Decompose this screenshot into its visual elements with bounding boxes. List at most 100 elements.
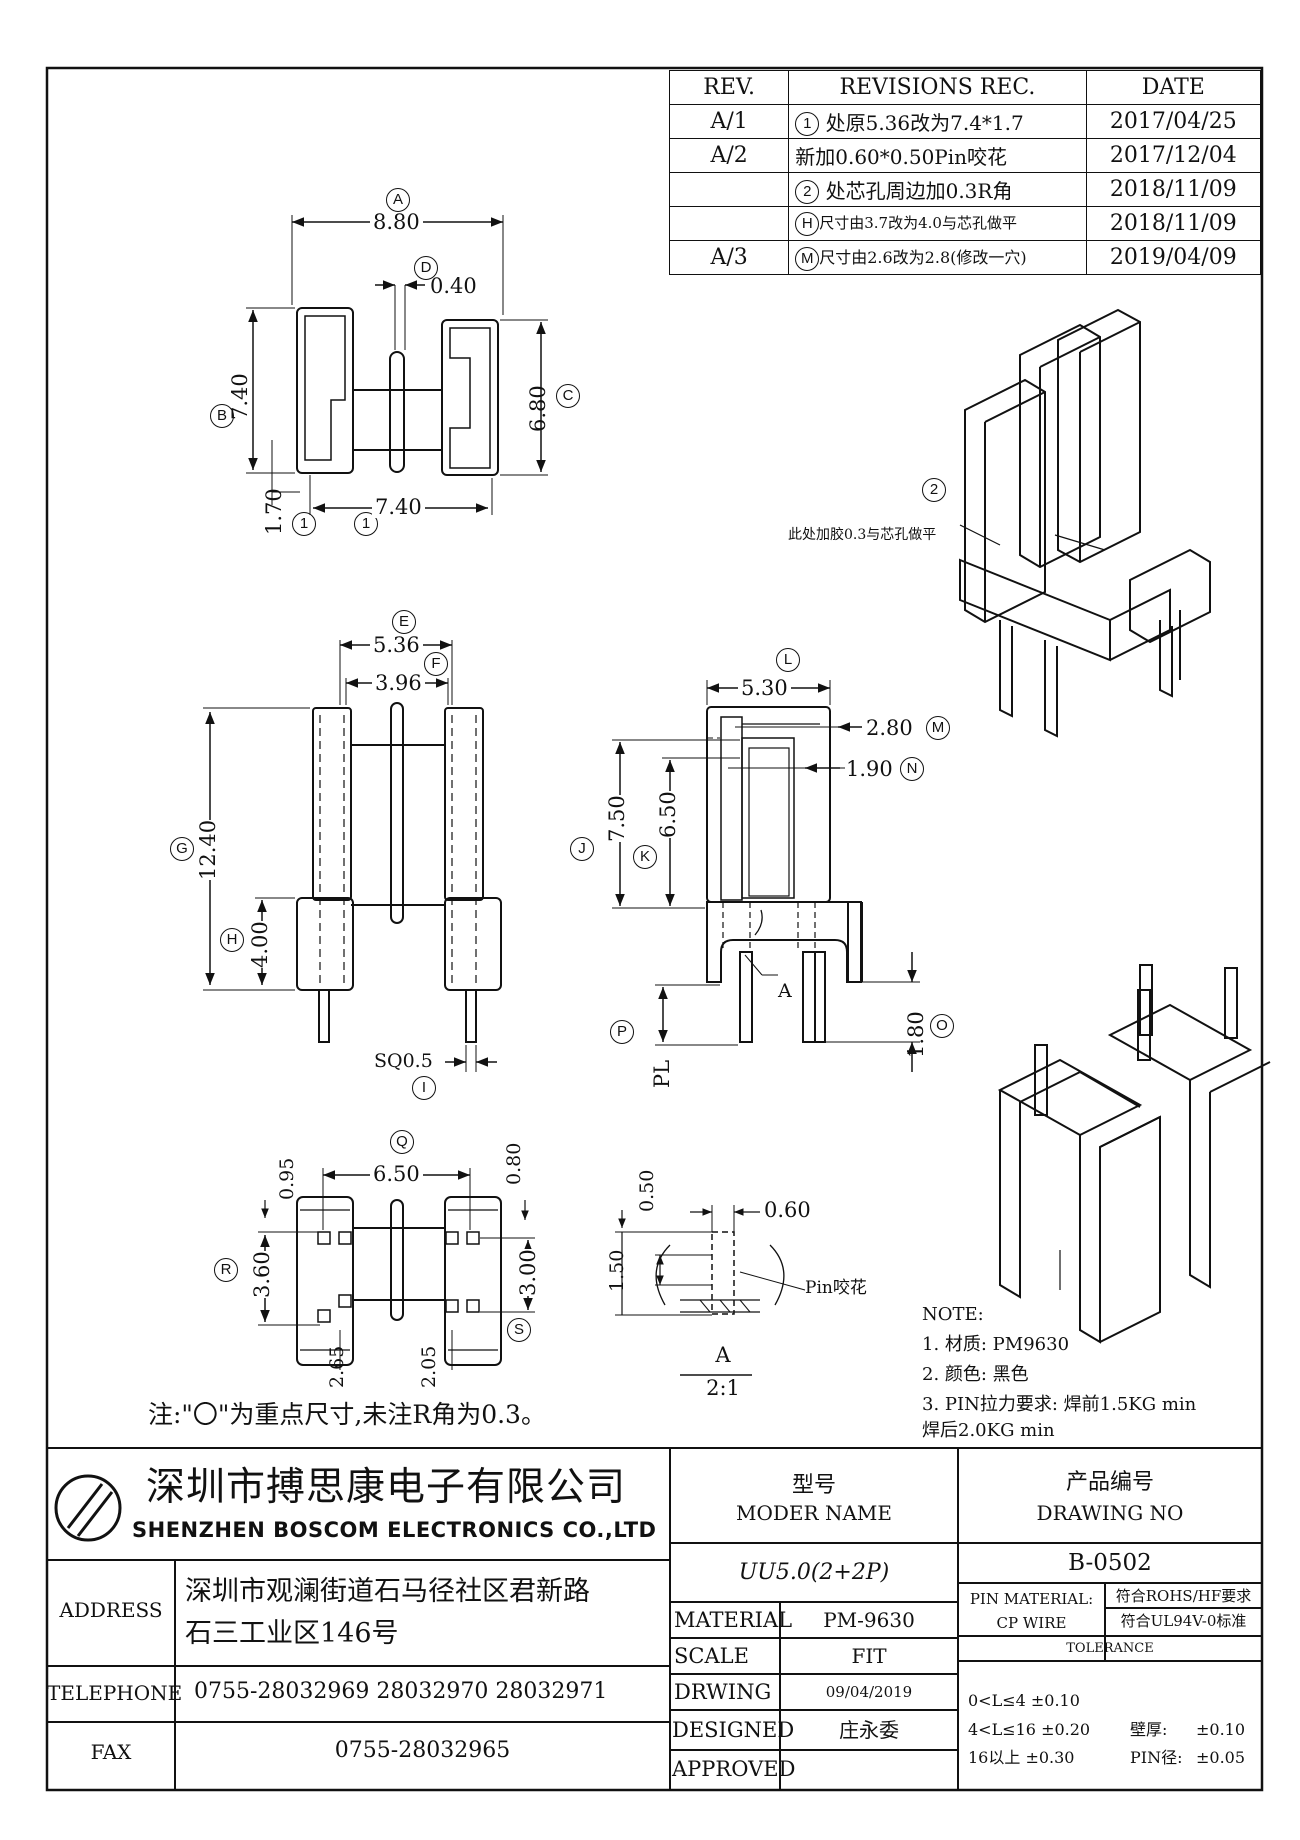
isometric-view-top (959, 308, 1211, 738)
rec-header: REVISIONS REC. (788, 70, 1087, 105)
fax-label: FAX (90, 1740, 132, 1764)
dim-6-50-vertical: 6.50 (656, 791, 680, 838)
pin-material-label: PIN MATERIAL: (969, 1590, 1094, 1608)
pin-material-value: CP WIRE (996, 1614, 1067, 1632)
telephone-label: TELEPHONE (47, 1681, 183, 1705)
fax-value: 0755-28032965 (334, 1738, 511, 1763)
material-label: MATERIAL (674, 1608, 793, 1632)
sheet-border (45, 66, 1264, 1792)
notes-heading: NOTE: (922, 1304, 984, 1325)
rev-header: REV. (668, 70, 790, 105)
telephone-value: 0755-28032969 28032970 28032971 (194, 1679, 608, 1704)
rec-text: 尺寸由3.7改为4.0与芯孔做平 (819, 213, 1017, 232)
section-ref-a: A (778, 980, 792, 1002)
drawing-no-value: B-0502 (1068, 1550, 1152, 1576)
dim-mark-q: Q (390, 1130, 414, 1154)
company-name-cn: 深圳市搏思康电子有限公司 (146, 1465, 627, 1510)
iso-mark-2: 2 (922, 478, 946, 502)
rev-cell (668, 172, 790, 207)
dim-0-60: 0.60 (764, 1198, 811, 1222)
designer-value: 庄永委 (839, 1718, 899, 1742)
dim-mark-r: R (214, 1258, 238, 1282)
wall-thickness-value: ±0.10 (1196, 1720, 1246, 1739)
dim-mark-s: S (507, 1318, 531, 1342)
tolerance-label: TOLERANCE (1066, 1641, 1154, 1656)
rev-cell: A/1 (668, 104, 790, 139)
detail-a-view (615, 1205, 806, 1376)
dim-3-60: 3.60 (250, 1251, 274, 1298)
dim-mark-h: H (220, 928, 244, 952)
revisions-table: REV. REVISIONS REC. DATE A/1 1 处原5.36改为7… (668, 70, 1262, 275)
rev-mark: H (795, 211, 820, 236)
revisions-header: REV. REVISIONS REC. DATE (668, 70, 1262, 105)
dim-mark-i: I (412, 1076, 436, 1100)
rec-text: 尺寸由2.6改为2.8(修改一穴) (819, 248, 1027, 268)
pin-diameter-label: PIN径: (1130, 1748, 1183, 1767)
dim-7-40-vertical: 7.40 (228, 373, 252, 420)
detail-label: A (715, 1343, 731, 1367)
date-cell: 2018/11/09 (1085, 172, 1262, 207)
date-cell: 2017/04/25 (1085, 104, 1262, 139)
front-view (203, 640, 502, 1072)
dim-7-40-horizontal: 7.40 (372, 497, 425, 518)
glue-note: 此处加胶0.3与芯孔做平 (788, 527, 937, 543)
approved-label: APPROVED (672, 1757, 796, 1781)
dim-mark-c: C (556, 384, 580, 408)
address-line-2: 石三工业区146号 (185, 1618, 399, 1649)
drawing-no-label-cn: 产品编号 (1065, 1470, 1154, 1495)
dim-mark-o: O (930, 1014, 954, 1038)
isometric-view-bottom (997, 964, 1271, 1344)
dim-2-65: 2.65 (326, 1345, 348, 1388)
note-item: 3. PIN拉力要求: 焊前1.5KG min (922, 1394, 1197, 1415)
model-value: UU5.0(2+2P) (738, 1560, 890, 1585)
rev-mark: 2 (795, 180, 820, 205)
dim-mark-p: P (610, 1020, 634, 1044)
drawing-no-label-en: DRAWING NO (1036, 1501, 1184, 1525)
model-label-en: MODER NAME (736, 1501, 892, 1525)
dim-mark-g: G (170, 837, 194, 861)
rec-cell: 新加0.60*0.50Pin咬花 (788, 138, 1087, 173)
rev-cell (668, 206, 790, 241)
top-view (246, 215, 548, 515)
dim-mark-n: N (900, 757, 924, 781)
dim-mark-1-right: 1 (354, 512, 378, 536)
designed-label: DESIGNED (672, 1718, 795, 1742)
material-value: PM-9630 (823, 1608, 915, 1632)
wall-thickness-label: 壁厚: (1130, 1720, 1168, 1739)
tolerance-row: 4<L≤16 ±0.20 (968, 1720, 1091, 1739)
detail-scale: 2:1 (706, 1376, 740, 1400)
dim-1-70: 1.70 (262, 488, 286, 535)
pin-knurl-label: Pin咬花 (805, 1278, 867, 1298)
rec-text: 新加0.60*0.50Pin咬花 (795, 145, 1008, 169)
dim-mark-j: J (570, 837, 594, 861)
dim-0-50: 0.50 (636, 1169, 658, 1212)
dim-6-50-horizontal: 6.50 (370, 1164, 423, 1185)
dim-mark-f: F (424, 652, 448, 676)
dim-0-95: 0.95 (276, 1157, 298, 1200)
revision-row: 2 处芯孔周边加0.3R角 2018/11/09 (668, 172, 1262, 207)
title-block-lines (47, 1447, 1262, 1790)
dim-mark-d: D (414, 256, 438, 280)
dim-mark-m: M (926, 716, 950, 740)
date-cell: 2017/12/04 (1085, 138, 1262, 173)
dim-1-50: 1.50 (606, 1249, 628, 1292)
rev-cell: A/2 (668, 138, 790, 173)
rec-cell: 1 处原5.36改为7.4*1.7 (788, 104, 1087, 139)
rec-cell: 2 处芯孔周边加0.3R角 (788, 172, 1087, 207)
side-view (612, 680, 920, 1072)
dim-2-05: 2.05 (418, 1345, 440, 1388)
pin-diameter-value: ±0.05 (1196, 1748, 1246, 1767)
dim-12-40: 12.40 (196, 819, 220, 880)
bottom-view (258, 1168, 535, 1370)
dim-8-80: 8.80 (370, 212, 423, 233)
date-cell: 2019/04/09 (1085, 240, 1262, 275)
date-cell: 2018/11/09 (1085, 206, 1262, 241)
dim-mark-a: A (386, 188, 410, 212)
dim-2-80: 2.80 (866, 716, 913, 740)
revision-row: A/2 新加0.60*0.50Pin咬花 2017/12/04 (668, 138, 1262, 173)
